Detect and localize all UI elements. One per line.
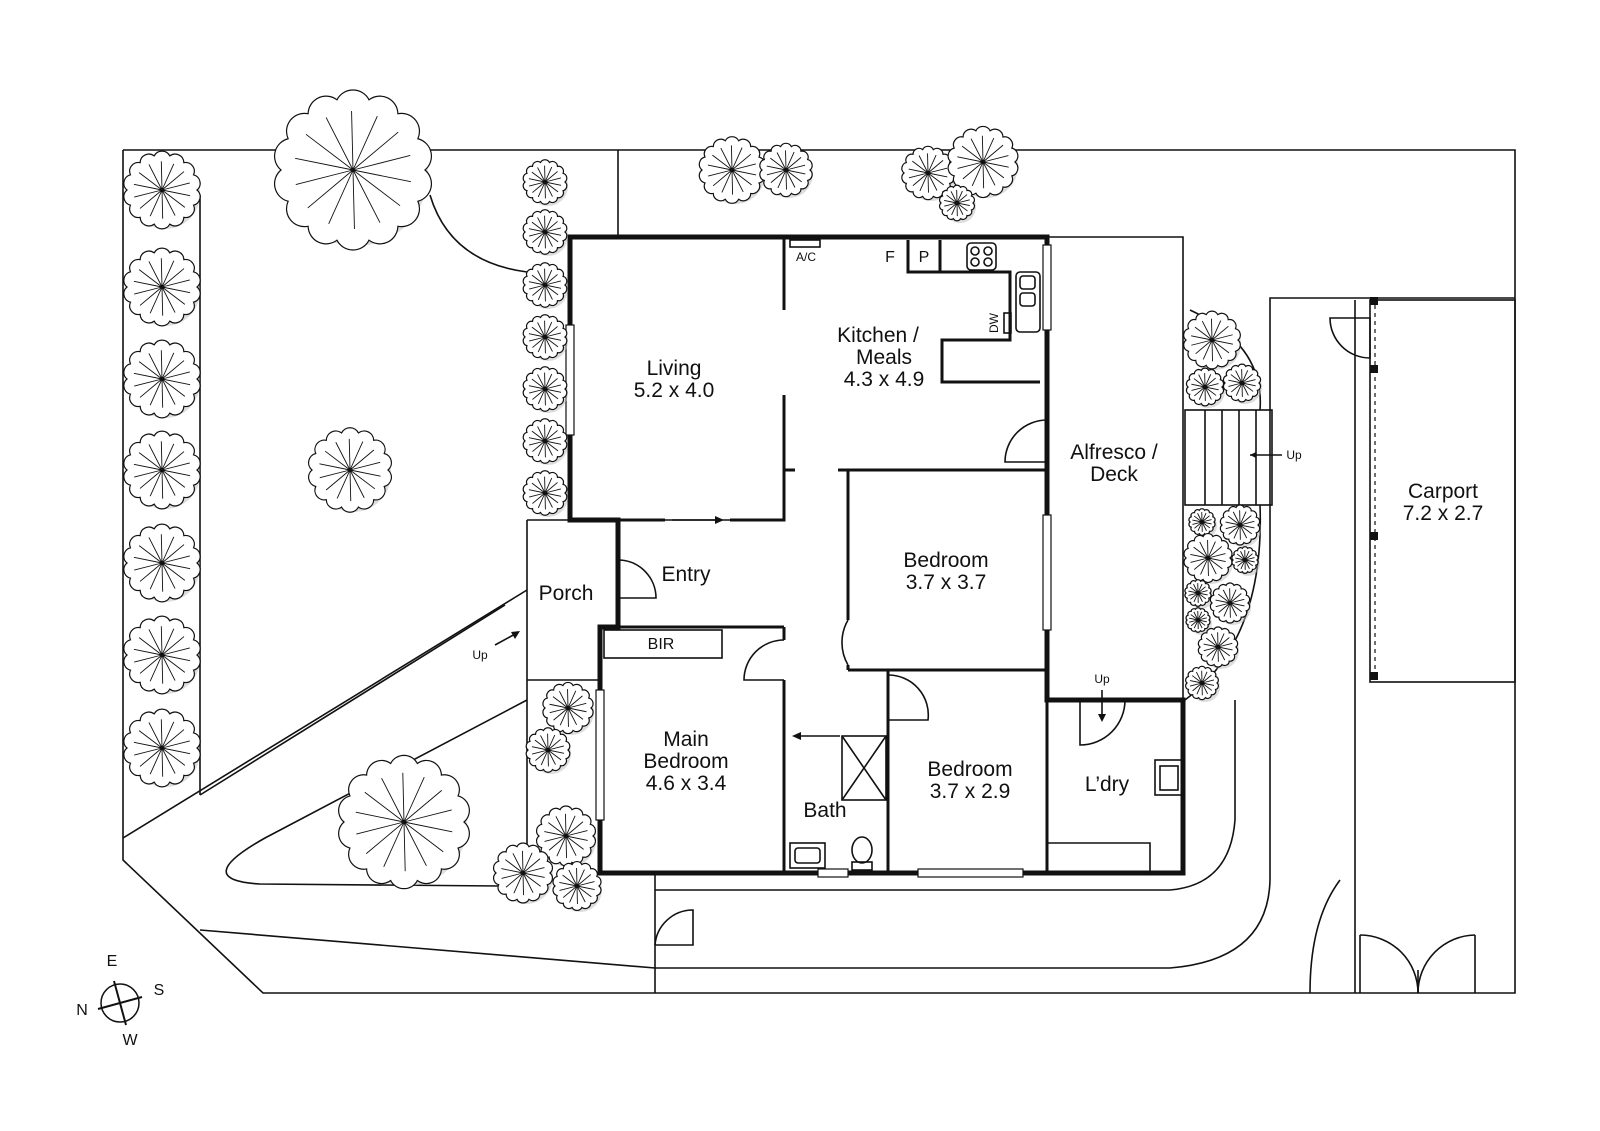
shower-icon — [841, 735, 887, 801]
meals-label: Meals — [856, 346, 912, 369]
laundry-up-label: Up — [1094, 672, 1110, 686]
kitchen-fixtures: A/C F P DW — [789, 239, 1041, 384]
compass-n: N — [76, 1002, 88, 1019]
tree-icon — [1209, 582, 1251, 625]
dishwasher-label: DW — [987, 312, 1001, 333]
tree-icon — [123, 615, 201, 695]
porch-label: Porch — [539, 582, 594, 605]
carport-label: Carport — [1408, 480, 1478, 503]
tree-icon — [338, 754, 470, 890]
tree-icon — [939, 184, 976, 223]
bedroom-3-label: Bedroom — [927, 758, 1012, 781]
tree-icon — [947, 125, 1019, 199]
alfresco-deck: Up — [1047, 236, 1302, 701]
bath-label: Bath — [803, 799, 846, 822]
tree-icon — [759, 142, 813, 198]
site-boundary — [122, 149, 1516, 994]
bedroom-3-size: 3.7 x 2.9 — [930, 780, 1011, 803]
bedroom-2-label: Bedroom — [903, 549, 988, 572]
tree-icon — [123, 523, 201, 603]
fridge-label: F — [885, 249, 895, 266]
compass: E S N W — [76, 953, 164, 1049]
tree-icon — [522, 366, 568, 413]
main-bedroom-label-2: Bedroom — [643, 750, 728, 773]
laundry-label: L’dry — [1085, 773, 1130, 796]
room-labels: Living 5.2 x 4.0 Kitchen / Meals 4.3 x 4… — [472, 324, 1158, 822]
vanity-icon — [789, 842, 826, 869]
cooktop-icon — [966, 242, 997, 271]
bir-label: BIR — [648, 636, 675, 653]
tree-icon — [901, 145, 955, 201]
tree-icon — [525, 727, 571, 774]
carport: Carport 7.2 x 2.7 — [1329, 297, 1516, 993]
tree-icon — [1219, 504, 1261, 547]
entry-label: Entry — [661, 563, 711, 586]
stairs-up-label: Up — [1286, 448, 1302, 462]
main-bedroom-label-1: Main — [663, 728, 709, 751]
tree-icon — [522, 209, 568, 256]
tree-icon — [1183, 310, 1241, 370]
tree-icon — [542, 681, 594, 735]
laundry-tub-icon — [1154, 759, 1184, 796]
tree-icon — [1185, 367, 1225, 408]
tree-icon — [522, 314, 568, 361]
tree-icon — [123, 339, 201, 419]
kitchen-size: 4.3 x 4.9 — [844, 368, 925, 391]
compass-w: W — [122, 1032, 138, 1049]
carport-size: 7.2 x 2.7 — [1403, 502, 1484, 525]
main-bedroom-size: 4.6 x 3.4 — [646, 772, 727, 795]
tree-icon — [1222, 363, 1262, 404]
deck-label: Deck — [1090, 463, 1138, 486]
toilet-icon — [851, 836, 873, 864]
tree-icon — [123, 150, 201, 230]
path-up-label: Up — [472, 648, 488, 662]
tree-icon — [1188, 508, 1217, 538]
compass-e: E — [107, 953, 118, 970]
tree-icon — [493, 842, 553, 904]
tree-icon — [1183, 533, 1233, 584]
tree-icon — [522, 159, 568, 206]
house-walls: Up — [565, 234, 1186, 878]
tree-icon — [522, 262, 568, 309]
tree-icon — [1184, 579, 1213, 609]
tree-icon — [536, 805, 596, 867]
kitchen-label: Kitchen / — [837, 324, 919, 347]
tree-icon — [522, 418, 568, 465]
bedroom-2-size: 3.7 x 3.7 — [906, 571, 987, 594]
sink-icon — [1015, 271, 1041, 333]
tree-icon — [308, 427, 392, 513]
wet-area-fixtures — [603, 629, 1184, 873]
alfresco-label: Alfresco / — [1070, 441, 1158, 464]
ac-label: A/C — [796, 250, 816, 264]
tree-icon — [123, 247, 201, 327]
tree-icon — [698, 136, 766, 204]
tree-icon — [273, 89, 433, 251]
tree-icon — [1197, 626, 1239, 669]
tree-icon — [1185, 607, 1212, 635]
trees — [123, 89, 1262, 912]
tree-icon — [552, 861, 602, 912]
tree-icon — [123, 708, 201, 788]
tree-icon — [1231, 546, 1260, 576]
living-size: 5.2 x 4.0 — [634, 379, 715, 402]
tree-icon — [1185, 665, 1220, 702]
tree-icon — [522, 470, 568, 517]
compass-s: S — [154, 982, 165, 999]
tree-icon — [123, 430, 201, 510]
bir-outline — [603, 629, 723, 659]
pantry-label: P — [919, 249, 930, 266]
living-label: Living — [647, 357, 702, 380]
